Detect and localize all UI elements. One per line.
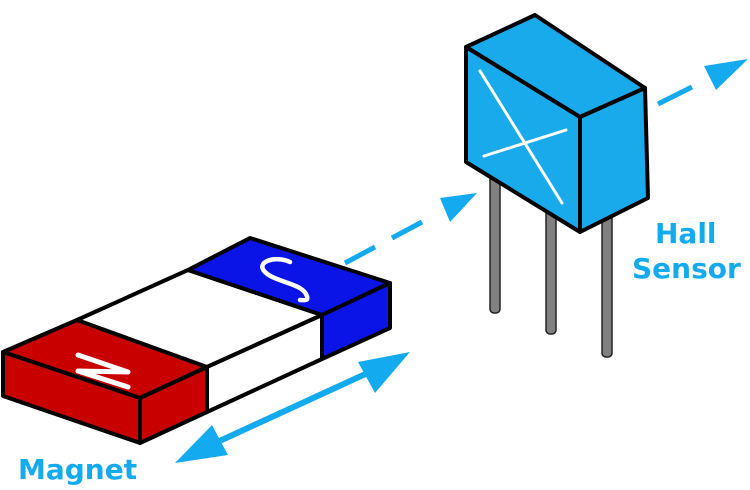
- magnet-side-south: [320, 281, 392, 361]
- north-pole-letter: [75, 352, 131, 390]
- motion-arrowhead-left: [175, 425, 228, 463]
- sensor-label-line1: Hall: [655, 217, 717, 250]
- sensor-label-line2: Sensor: [632, 252, 741, 285]
- bar-magnet: [1, 236, 392, 445]
- sensor-pin: [601, 209, 613, 358]
- sensor-pin: [545, 204, 557, 335]
- flux-arrow-out: [656, 84, 694, 107]
- flux-arrowhead-out: [704, 59, 748, 90]
- magnet-label: Magnet: [18, 453, 137, 486]
- south-pole-letter: [260, 256, 310, 303]
- flux-arrowhead-in: [440, 193, 477, 222]
- sensor-cross-mark: [478, 69, 568, 205]
- sensor-side-face: [578, 86, 650, 234]
- motion-arrowhead-right: [358, 352, 410, 393]
- sensor-pin: [489, 164, 501, 314]
- flux-arrow-in: [343, 219, 424, 266]
- motion-double-arrow: [198, 362, 387, 453]
